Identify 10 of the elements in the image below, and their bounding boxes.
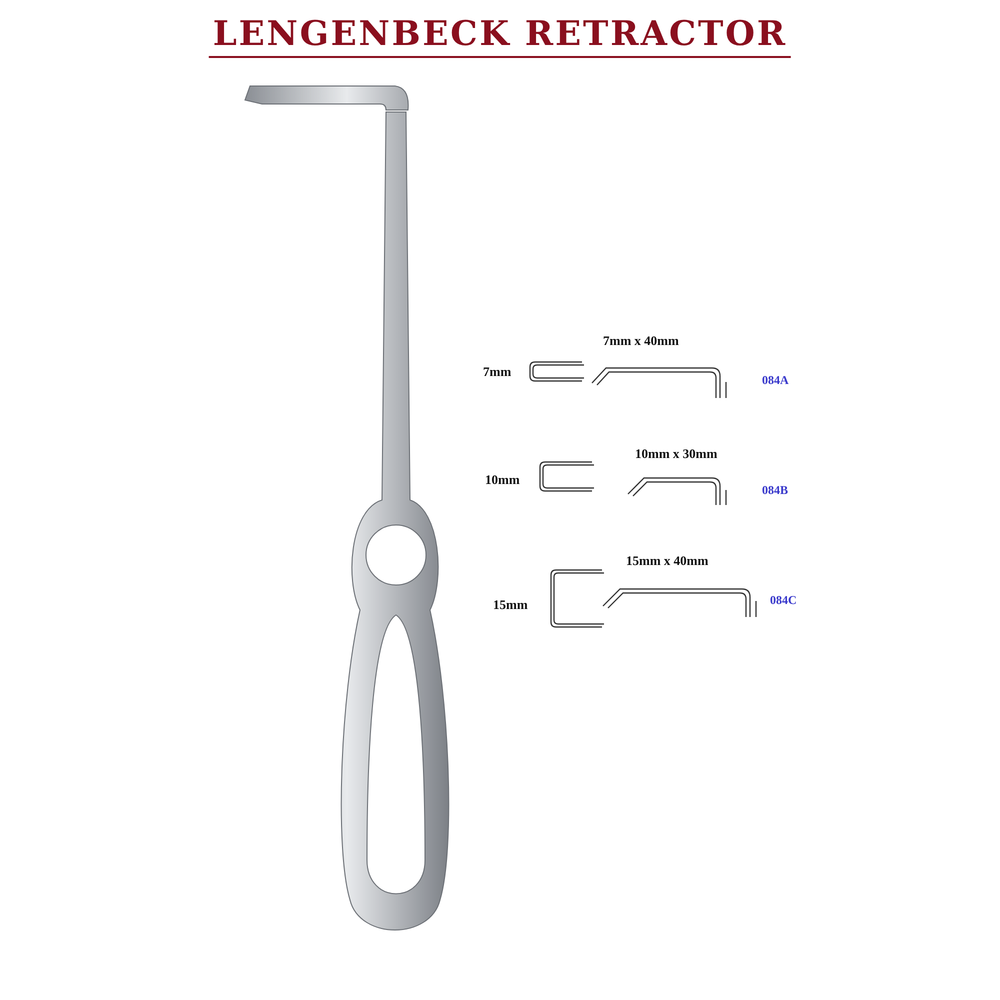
model-code: 084B: [762, 483, 788, 498]
dimension-label: 10mm: [485, 472, 520, 488]
title: LENGENBECK RETRACTOR: [208, 14, 792, 58]
size-label: 10mm x 30mm: [635, 446, 718, 462]
model-code: 084A: [762, 373, 789, 388]
model-code: 084C: [770, 593, 797, 608]
size-label: 15mm x 40mm: [626, 553, 708, 569]
dimension-label: 7mm: [483, 364, 512, 380]
size-label: 7mm x 40mm: [603, 333, 679, 349]
dimension-label: 15mm: [493, 597, 528, 613]
